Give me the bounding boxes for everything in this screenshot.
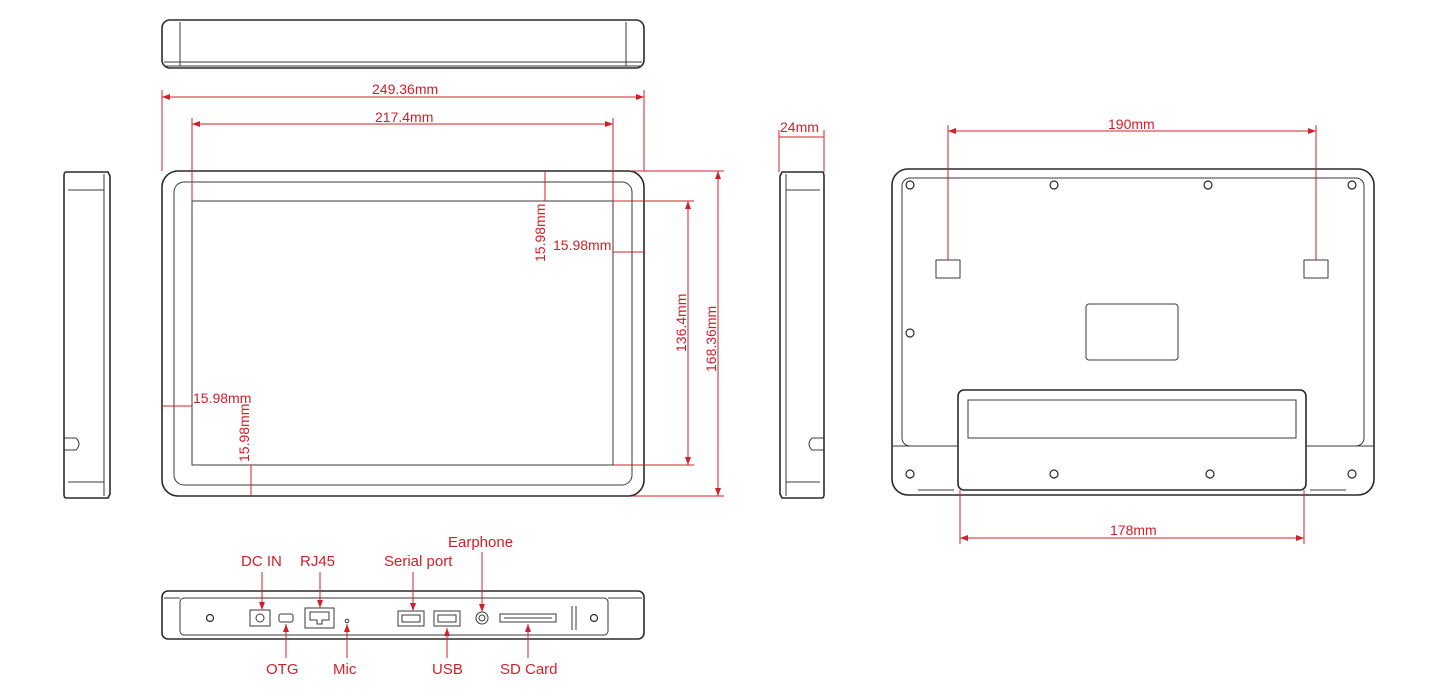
label-earphone: Earphone	[448, 534, 513, 551]
screw-icon	[905, 328, 915, 338]
dim-bezel-right: 15.98mm	[553, 237, 611, 253]
dim-bezel-bottom: 15.98mm	[236, 404, 252, 462]
left-side-view	[63, 171, 111, 499]
dim-screen-height: 136.4mm	[673, 294, 689, 352]
screw-icon	[1049, 469, 1059, 479]
dim-mount-spacing: 190mm	[1108, 116, 1155, 132]
label-rj45: RJ45	[300, 553, 335, 570]
front-dimensions	[161, 90, 724, 497]
front-view	[161, 170, 645, 497]
label-mic: Mic	[333, 661, 357, 678]
label-usb: USB	[432, 661, 463, 678]
depth-dimension	[778, 130, 825, 172]
port-leaders	[259, 552, 531, 658]
sd-card-slot	[499, 613, 557, 623]
back-dimensions	[947, 125, 1317, 544]
screw-icon	[1347, 469, 1357, 479]
bottom-view	[161, 590, 645, 640]
dim-overall-height: 168.36mm	[703, 306, 719, 372]
label-dc-in: DC IN	[241, 553, 282, 570]
screw-icon	[205, 613, 215, 623]
dim-depth: 24mm	[780, 119, 819, 135]
label-sd-card: SD Card	[500, 661, 558, 678]
screw-icon	[1203, 180, 1213, 190]
label-otg: OTG	[266, 661, 299, 678]
right-side-view	[779, 171, 825, 499]
dim-screen-width: 217.4mm	[375, 109, 433, 125]
usb-port	[433, 610, 461, 627]
screw-icon	[905, 180, 915, 190]
screw-icon	[905, 469, 915, 479]
stand	[957, 389, 1307, 491]
screw-icon	[589, 613, 599, 623]
dim-bezel-left: 15.98mm	[193, 390, 251, 406]
dim-stand-width: 178mm	[1110, 522, 1157, 538]
mic-hole	[344, 618, 350, 624]
top-view	[161, 19, 645, 69]
screw-icon	[1205, 469, 1215, 479]
screw-icon	[1049, 180, 1059, 190]
label-plate	[1085, 303, 1179, 361]
label-serial-port: Serial port	[384, 553, 453, 570]
rj45-port	[304, 607, 335, 629]
back-view	[891, 168, 1375, 496]
serial-port	[397, 610, 425, 627]
dim-overall-width: 249.36mm	[372, 81, 438, 97]
dc-in-port	[249, 609, 271, 627]
dim-bezel-top: 15.98mm	[532, 204, 548, 262]
otg-port	[278, 613, 294, 623]
screw-icon	[1347, 180, 1357, 190]
